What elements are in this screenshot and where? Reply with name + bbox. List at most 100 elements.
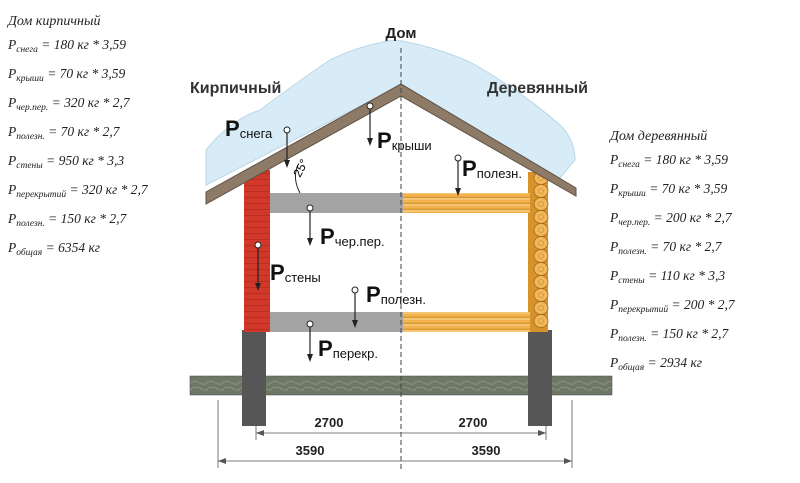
dim-inner-left: 2700 xyxy=(315,415,344,430)
log-ring xyxy=(538,201,544,207)
calc-subscript: чер.пер. xyxy=(618,218,651,228)
calc-line: Pстены = 950 кг * 3,3 xyxy=(8,149,148,178)
calc-line: Pперекрытий = 320 кг * 2,7 xyxy=(8,178,148,207)
calc-value: = 320 кг * 2,7 xyxy=(48,95,130,110)
foundation-left xyxy=(242,330,266,426)
load-floor-label: Pперекр. xyxy=(318,336,378,361)
log-end xyxy=(533,223,549,237)
calc-line: Pчер.пер. = 320 кг * 2,7 xyxy=(8,91,148,120)
mid-slab-wood xyxy=(403,312,530,332)
log-ring xyxy=(538,279,544,285)
calc-value: = 70 кг * 2,7 xyxy=(646,239,722,254)
calc-symbol: P xyxy=(610,268,619,283)
mid-slab-brick xyxy=(270,312,403,332)
log-ring xyxy=(538,318,544,324)
calc-symbol: P xyxy=(610,326,619,341)
log-ring xyxy=(538,253,544,259)
log-end xyxy=(533,236,549,250)
calc-subscript: перекрытий xyxy=(618,305,669,315)
log-ring xyxy=(538,188,544,194)
calc-line: Pчер.пер. = 200 кг * 2,7 xyxy=(610,206,735,235)
calc-subscript: крыши xyxy=(16,74,44,84)
attic-slab-brick xyxy=(270,193,403,213)
calc-symbol: P xyxy=(610,355,619,370)
calc-line: Pснега = 180 кг * 3,59 xyxy=(610,148,735,177)
load-attic-label: Pчер.пер. xyxy=(320,224,385,249)
brick-calc-heading: Дом кирпичный xyxy=(8,14,101,29)
log-ring xyxy=(538,292,544,298)
calc-value: = 70 кг * 3,59 xyxy=(43,66,126,81)
calc-symbol: P xyxy=(8,153,17,168)
calc-subscript: стены xyxy=(16,161,43,171)
wood-heading: Деревянный xyxy=(487,80,588,97)
dim-inner-right: 2700 xyxy=(459,415,488,430)
calc-subscript: чер.пер. xyxy=(16,103,49,113)
calc-value: = 150 кг * 2,7 xyxy=(44,211,127,226)
log-end xyxy=(533,301,549,315)
calc-subscript: стены xyxy=(618,276,645,286)
calc-line: Pполезн. = 70 кг * 2,7 xyxy=(610,235,735,264)
log-ring xyxy=(538,240,544,246)
calc-value: = 320 кг * 2,7 xyxy=(66,182,148,197)
calc-subscript: снега xyxy=(618,160,640,170)
log-end xyxy=(533,210,549,224)
calc-subscript: крыши xyxy=(618,189,646,199)
calc-subscript: общая xyxy=(618,363,645,373)
calc-subscript: полезн. xyxy=(618,247,647,257)
load-useful-mid-label: Pполезн. xyxy=(366,282,426,307)
log-wall xyxy=(528,171,549,332)
calc-subscript: перекрытий xyxy=(16,190,67,200)
calc-line: Pперекрытий = 200 * 2,7 xyxy=(610,293,735,322)
calc-value: = 70 кг * 3,59 xyxy=(645,181,728,196)
calc-symbol: P xyxy=(610,210,619,225)
log-ring xyxy=(538,214,544,220)
calc-subscript: общая xyxy=(16,248,43,258)
calc-line: Pстены = 110 кг * 3,3 xyxy=(610,264,735,293)
attic-slab-wood xyxy=(403,193,530,213)
calc-value: = 200 кг * 2,7 xyxy=(650,210,732,225)
log-end xyxy=(533,275,549,289)
calc-line: Pполезн. = 150 кг * 2,7 xyxy=(610,322,735,351)
log-end xyxy=(533,262,549,276)
calc-value: = 950 кг * 3,3 xyxy=(42,153,125,168)
calc-line: Pснега = 180 кг * 3,59 xyxy=(8,33,148,62)
calc-line: Pобщая = 6354 кг xyxy=(8,236,148,265)
calc-value: = 2934 кг xyxy=(644,355,703,370)
roof-snow xyxy=(205,39,576,186)
calc-symbol: P xyxy=(8,124,17,139)
diagram-title: Дом xyxy=(386,25,417,42)
calc-value: = 180 кг * 3,59 xyxy=(639,152,729,167)
calc-symbol: P xyxy=(610,181,619,196)
calc-symbol: P xyxy=(8,211,17,226)
log-ring xyxy=(538,266,544,272)
angle-arc xyxy=(294,164,301,194)
calc-line: Pкрыши = 70 кг * 3,59 xyxy=(610,177,735,206)
log-end xyxy=(533,184,549,198)
brick-heading: Кирпичный xyxy=(190,80,281,97)
log-end xyxy=(533,197,549,211)
calc-symbol: P xyxy=(610,297,619,312)
calc-line: Pполезн. = 150 кг * 2,7 xyxy=(8,207,148,236)
load-useful-top-label: Pполезн. xyxy=(462,156,522,181)
log-end xyxy=(533,314,549,328)
calc-subscript: полезн. xyxy=(16,132,45,142)
load-walls-label: Pстены xyxy=(270,260,321,285)
log-ring xyxy=(538,305,544,311)
calc-value: = 70 кг * 2,7 xyxy=(44,124,120,139)
load-snow-label: Pснега xyxy=(225,116,273,141)
calc-value: = 180 кг * 3,59 xyxy=(37,37,127,52)
calc-symbol: P xyxy=(8,37,17,52)
calc-symbol: P xyxy=(8,95,17,110)
calc-symbol: P xyxy=(610,239,619,254)
calc-symbol: P xyxy=(8,240,17,255)
calc-symbol: P xyxy=(8,66,17,81)
calc-value: = 110 кг * 3,3 xyxy=(644,268,726,283)
calc-subscript: полезн. xyxy=(618,334,647,344)
log-ring xyxy=(538,227,544,233)
calc-subscript: полезн. xyxy=(16,219,45,229)
